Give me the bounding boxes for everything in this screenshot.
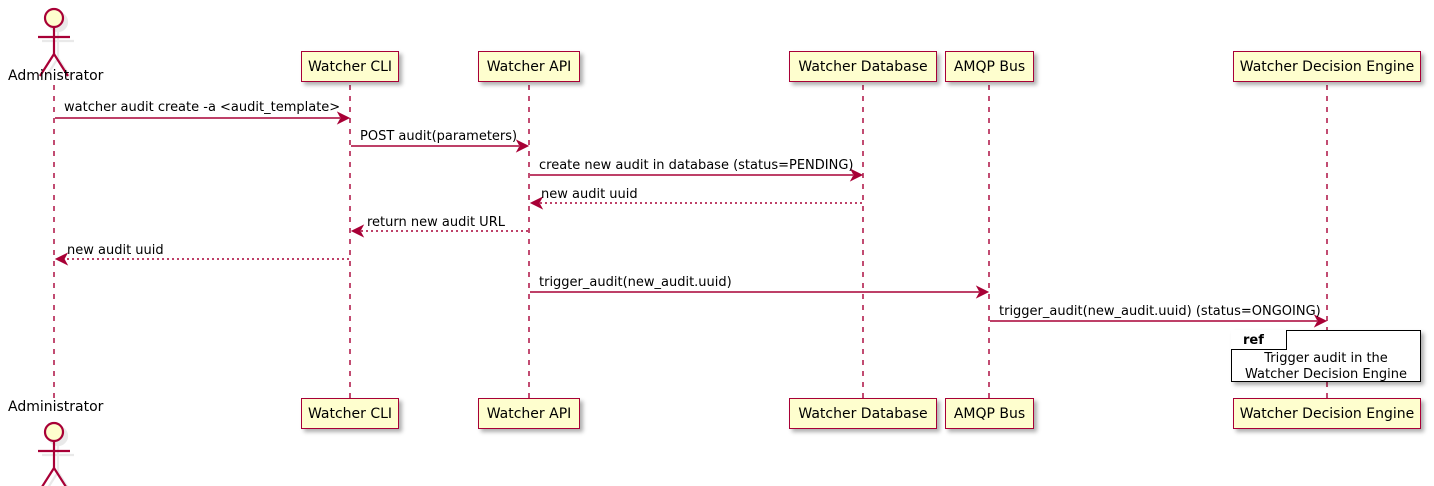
message-arrowhead-m5 bbox=[350, 224, 365, 238]
actor-leg-right bbox=[53, 467, 67, 486]
participant-watcher-decision-engine-bottom[interactable]: Watcher Decision Engine bbox=[1233, 398, 1421, 429]
message-label-m8: trigger_audit(new_audit.uuid) (status=ON… bbox=[999, 304, 1321, 319]
ref-fragment-tab bbox=[1231, 330, 1287, 350]
message-label-m2: POST audit(parameters) bbox=[360, 129, 518, 144]
actor-leg-right bbox=[53, 53, 69, 77]
actor-label-administrator-top: Administrator bbox=[8, 68, 104, 84]
ref-fragment-keyword: ref bbox=[1243, 333, 1264, 348]
participant-label: AMQP Bus bbox=[953, 405, 1026, 422]
participant-label: Watcher CLI bbox=[307, 58, 393, 75]
participant-amqp-bus-top[interactable]: AMQP Bus bbox=[945, 51, 1034, 82]
actor-leg-left bbox=[39, 53, 55, 77]
participant-label: AMQP Bus bbox=[953, 58, 1026, 75]
participant-watcher-database-bottom[interactable]: Watcher Database bbox=[789, 398, 937, 429]
message-arrowhead-m1 bbox=[336, 111, 351, 125]
actor-label-administrator-bottom: Administrator bbox=[8, 399, 104, 415]
actor-head bbox=[43, 7, 65, 29]
message-label-m5: return new audit URL bbox=[367, 215, 505, 230]
participant-label: Watcher CLI bbox=[307, 405, 393, 422]
participant-label: Watcher Decision Engine bbox=[1239, 405, 1415, 422]
actor-figure-top bbox=[38, 7, 70, 77]
actor-leg-left bbox=[43, 57, 59, 81]
actor-leg-left bbox=[41, 467, 55, 486]
actor-figure-bottom bbox=[38, 421, 70, 486]
message-label-m6: new audit uuid bbox=[67, 243, 164, 258]
participant-watcher-cli-bottom[interactable]: Watcher CLI bbox=[301, 398, 399, 429]
message-arrowhead-m3 bbox=[849, 168, 864, 182]
message-arrowhead-m7 bbox=[975, 285, 990, 299]
participant-label: Watcher Decision Engine bbox=[1239, 58, 1415, 75]
participant-label: Watcher API bbox=[486, 58, 572, 75]
message-arrowhead-m4 bbox=[529, 196, 544, 210]
actor-head bbox=[43, 421, 65, 443]
message-label-m3: create new audit in database (status=PEN… bbox=[539, 158, 854, 173]
participant-label: Watcher Database bbox=[798, 58, 928, 75]
participant-watcher-cli-top[interactable]: Watcher CLI bbox=[301, 51, 399, 82]
message-arrowhead-m8 bbox=[1313, 314, 1328, 328]
participant-label: Watcher API bbox=[486, 405, 572, 422]
participant-amqp-bus-bottom[interactable]: AMQP Bus bbox=[945, 398, 1034, 429]
participant-watcher-database-top[interactable]: Watcher Database bbox=[789, 51, 937, 82]
message-arrowhead-m6 bbox=[54, 252, 69, 266]
participant-watcher-api-top[interactable]: Watcher API bbox=[478, 51, 580, 82]
message-label-m7: trigger_audit(new_audit.uuid) bbox=[539, 275, 732, 290]
participant-watcher-api-bottom[interactable]: Watcher API bbox=[478, 398, 580, 429]
actor-leg-left bbox=[47, 471, 59, 486]
ref-fragment-text: Trigger audit in the Watcher Decision En… bbox=[1245, 351, 1407, 382]
participant-label: Watcher Database bbox=[798, 405, 928, 422]
participant-watcher-decision-engine-top[interactable]: Watcher Decision Engine bbox=[1233, 51, 1421, 82]
actor-leg-right bbox=[57, 57, 73, 81]
message-label-m1: watcher audit create -a <audit_template> bbox=[64, 100, 341, 115]
actor-leg-right bbox=[57, 471, 69, 486]
message-label-m4: new audit uuid bbox=[541, 187, 638, 202]
message-arrowhead-m2 bbox=[515, 139, 530, 153]
